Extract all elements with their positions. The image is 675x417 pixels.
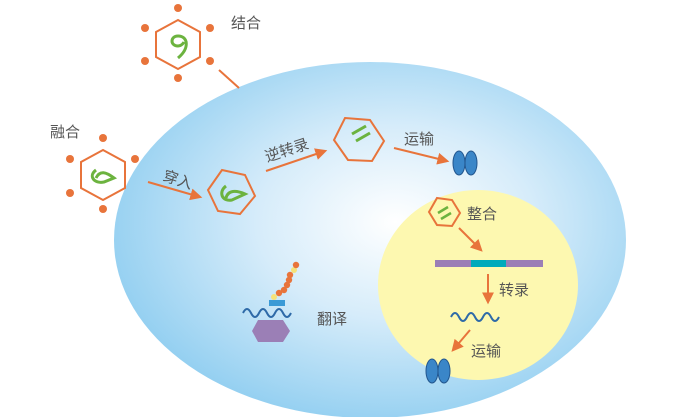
nucleus [378, 190, 578, 380]
label-integration: 整合 [467, 205, 497, 223]
label-binding: 结合 [231, 14, 261, 32]
label-translation: 翻译 [317, 310, 347, 328]
mrna-cytoplasm [242, 308, 292, 318]
arrow-transport-1 [393, 147, 450, 165]
arrow-reverse-transcription [265, 148, 328, 172]
label-transport-1: 运输 [404, 130, 434, 148]
label-fusion: 融合 [50, 123, 80, 141]
virus-entered [206, 168, 257, 216]
ribosome [252, 320, 290, 342]
nuclear-pore-bottom [425, 358, 451, 384]
mrna-nucleus [450, 312, 500, 322]
arrow-transport-2 [451, 329, 471, 352]
virus-integrating [427, 196, 462, 228]
arrow-entry [147, 181, 203, 201]
virus-binding [141, 4, 240, 89]
integrated-viral-dna [471, 260, 506, 267]
nuclear-pore-top [452, 150, 478, 176]
virus-reverse-transcribed [332, 116, 386, 163]
label-transport-2: 运输 [471, 342, 501, 360]
polypeptide-chain [271, 261, 300, 300]
host-dna [435, 260, 543, 267]
label-transcription: 转录 [499, 281, 529, 299]
virus-fusion [66, 134, 139, 213]
translation-complex [242, 261, 300, 342]
arrow-integration [458, 227, 483, 252]
